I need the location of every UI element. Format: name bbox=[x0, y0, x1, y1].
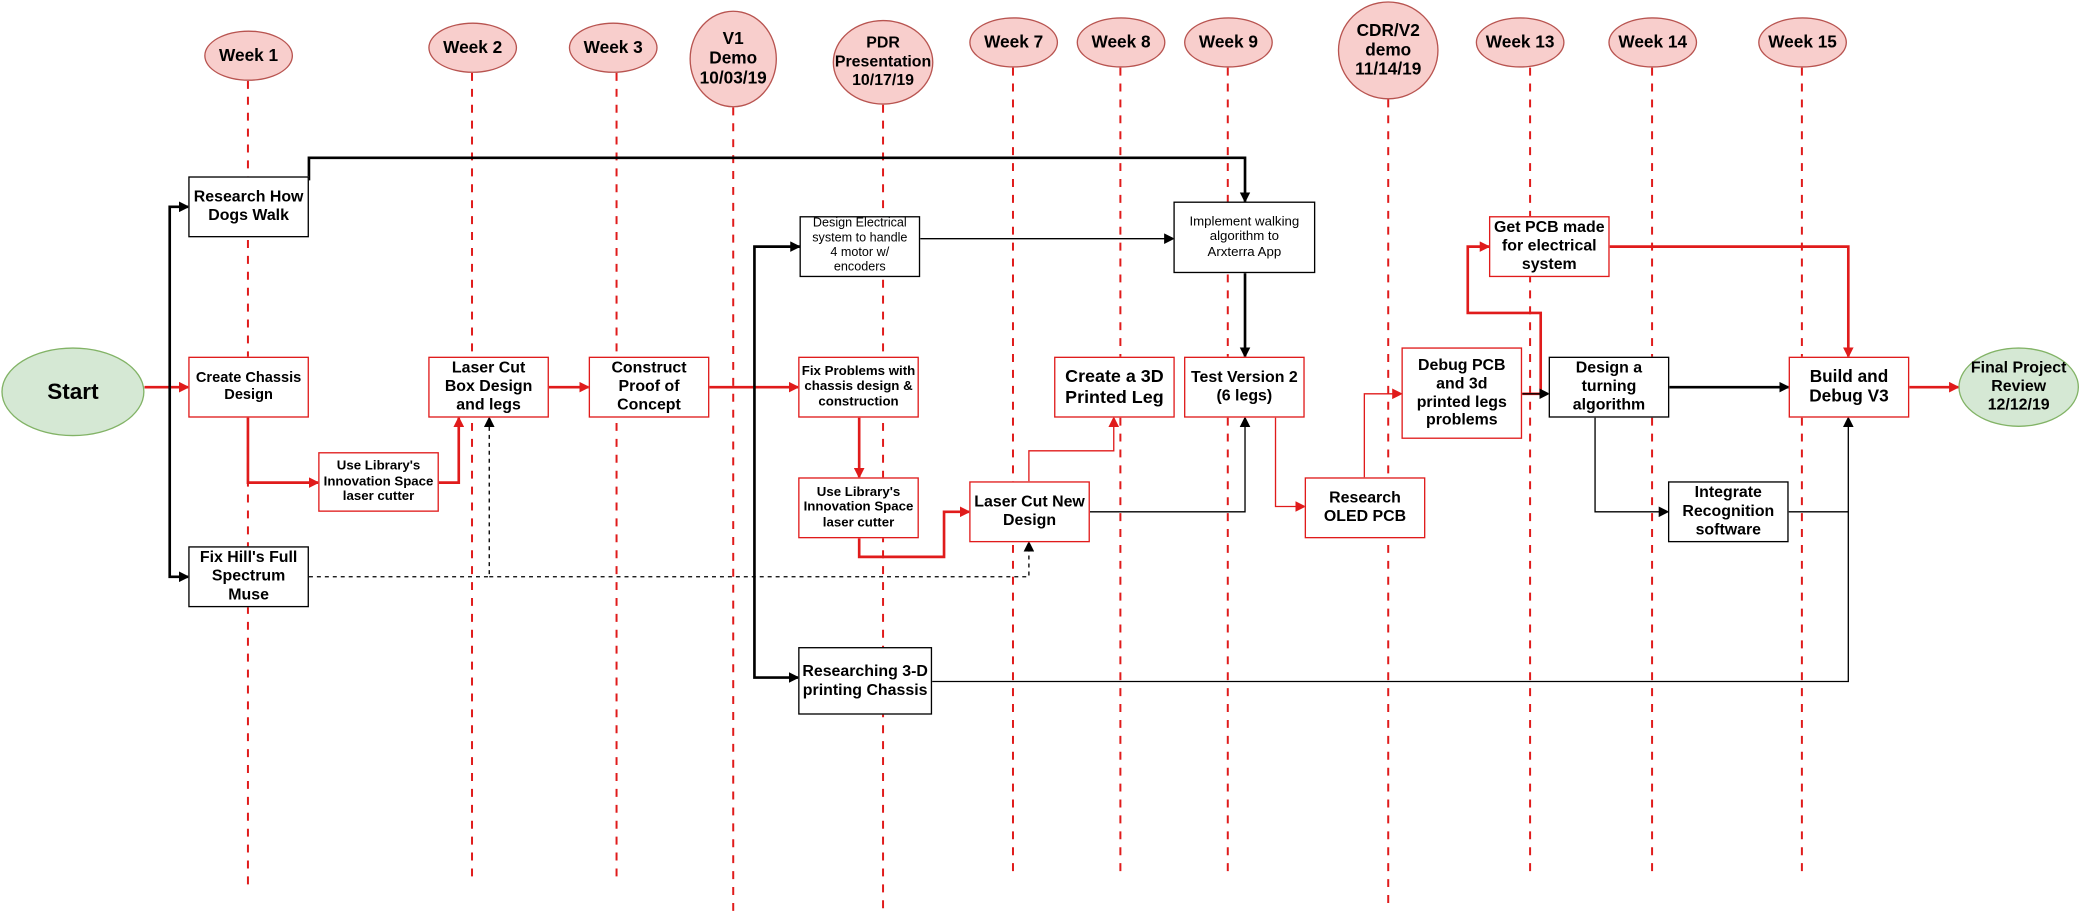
milestone-week-13: Week 13 bbox=[1475, 17, 1565, 68]
task-create-chassis-design: Create Chassis Design bbox=[188, 356, 309, 418]
task-research-oled-pcb: Research OLED PCB bbox=[1304, 477, 1426, 539]
task-construct-proof-of-concept: Construct Proof of Concept bbox=[588, 356, 710, 418]
milestone-week-9: Week 9 bbox=[1184, 17, 1273, 68]
task-build-and-debug-v3: Build and Debug V3 bbox=[1788, 356, 1910, 418]
task-research-how-dogs-walk: Research How Dogs Walk bbox=[188, 176, 309, 238]
task-debug-pcb-and-legs: Debug PCB and 3d printed legs problems bbox=[1401, 347, 1523, 439]
connector-oled-to-debugpcb bbox=[1363, 388, 1403, 478]
connector-researching3d-to-buildv3 bbox=[932, 416, 1854, 683]
connector-library-to-boxdesign bbox=[438, 416, 465, 484]
connector-lasernew-to-3dleg bbox=[1028, 416, 1120, 482]
milestone-week-7: Week 7 bbox=[969, 17, 1059, 68]
task-researching-3d-printing-chassis: Researching 3-D printing Chassis bbox=[798, 647, 933, 715]
task-integrate-recognition-software: Integrate Recognition software bbox=[1667, 481, 1789, 543]
milestone-week-14: Week 14 bbox=[1608, 17, 1698, 68]
connector-getpcb-to-buildv3 bbox=[1609, 245, 1854, 358]
milestone-cdr-v2-demo: CDR/V2 demo 11/14/19 bbox=[1337, 1, 1439, 100]
task-use-library-laser-cutter-2: Use Library's Innovation Space laser cut… bbox=[798, 477, 919, 539]
task-get-pcb-made: Get PCB made for electrical system bbox=[1488, 216, 1610, 278]
task-design-turning-algorithm: Design a turning algorithm bbox=[1548, 356, 1670, 418]
connector-fixhill-to-lasernew bbox=[489, 540, 1035, 578]
connector-start-to-research bbox=[168, 201, 190, 388]
milestone-pdr-presentation: PDR Presentation 10/17/19 bbox=[832, 19, 934, 105]
task-create-3d-printed-leg: Create a 3D Printed Leg bbox=[1054, 356, 1175, 418]
connector-start-to-fixhill bbox=[168, 387, 190, 583]
milestone-week-15: Week 15 bbox=[1758, 17, 1847, 68]
connector-fixhill-to-boxdesign bbox=[308, 416, 495, 578]
milestone-week-3: Week 3 bbox=[568, 22, 658, 73]
connector-turning-to-integrate bbox=[1594, 417, 1670, 518]
connector-proof-to-researching3d bbox=[753, 387, 800, 683]
connector-lasernew-to-testv2 bbox=[1089, 416, 1251, 513]
task-use-library-laser-cutter-1: Use Library's Innovation Space laser cut… bbox=[318, 452, 439, 512]
connector-library2-to-lasernew bbox=[857, 506, 971, 559]
milestone-week-1: Week 1 bbox=[204, 30, 294, 81]
task-design-electrical-system: Design Electrical system to handle 4 mot… bbox=[799, 216, 921, 278]
task-fix-hills-full-spectrum-muse: Fix Hill's Full Spectrum Muse bbox=[188, 546, 309, 608]
task-laser-cut-new-design: Laser Cut New Design bbox=[969, 481, 1090, 543]
connector-proof-to-designelectrical bbox=[753, 241, 801, 388]
milestone-week-8: Week 8 bbox=[1076, 17, 1166, 68]
task-laser-cut-box-design: Laser Cut Box Design and legs bbox=[428, 356, 549, 418]
connector-testv2-to-oled bbox=[1274, 417, 1307, 512]
milestone-week-2: Week 2 bbox=[428, 22, 518, 73]
final-project-review-node: Final Project Review 12/12/19 bbox=[1958, 347, 2079, 427]
task-fix-problems-chassis: Fix Problems with chassis design & const… bbox=[798, 356, 919, 418]
task-test-version-2: Test Version 2 (6 legs) bbox=[1184, 356, 1305, 418]
connector-research-to-implement bbox=[307, 156, 1251, 203]
task-implement-walking-algorithm: Implement walking algorithm to Arxterra … bbox=[1173, 201, 1316, 274]
connector-chassis-to-library bbox=[246, 417, 320, 488]
milestone-v1-demo: V1 Demo 10/03/19 bbox=[689, 10, 777, 108]
start-node: Start bbox=[1, 347, 145, 437]
